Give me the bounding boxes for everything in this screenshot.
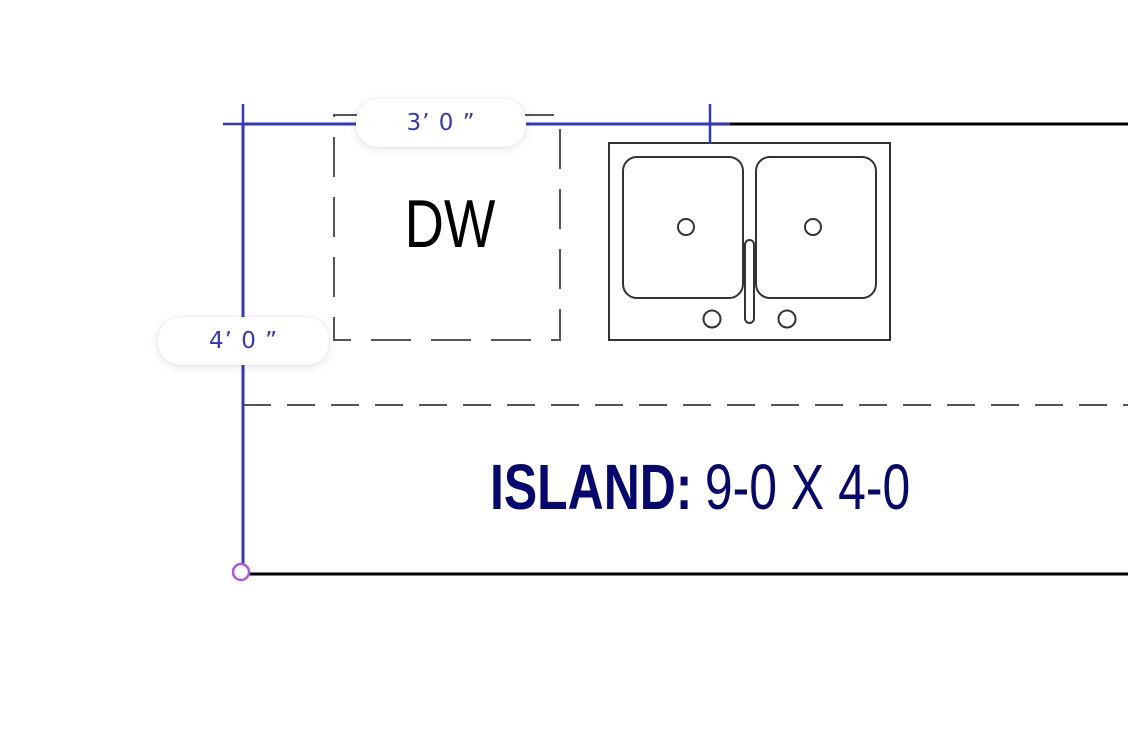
crosshair-start-icon[interactable] — [223, 104, 263, 144]
sink-left-tap — [702, 309, 722, 329]
sink-right-basin — [755, 156, 877, 299]
island-label-dimensions: 9-0 X 4-0 — [704, 451, 911, 523]
island-dimension-label: ISLAND: 9-0 X 4-0 — [490, 446, 911, 528]
sink-left-basin — [622, 156, 744, 299]
island-label-title: ISLAND: — [490, 451, 693, 523]
sink-left-drain — [677, 218, 695, 236]
sink-frame — [608, 142, 891, 341]
double-sink — [608, 142, 891, 341]
endpoint-handle-icon[interactable] — [231, 562, 251, 582]
crosshair-end-icon[interactable] — [690, 104, 730, 144]
width-measurement-pill[interactable]: 3’ 0 ” — [356, 99, 526, 147]
height-measurement-pill[interactable]: 4’ 0 ” — [158, 317, 329, 365]
height-measurement-value: 4’ 0 ” — [208, 328, 279, 354]
sink-faucet — [744, 239, 755, 324]
dishwasher-label: DW — [404, 186, 496, 262]
width-measurement-value: 3’ 0 ” — [406, 110, 476, 136]
dishwasher-outline — [333, 114, 561, 341]
sink-right-tap — [777, 309, 797, 329]
sink-right-drain — [804, 218, 822, 236]
